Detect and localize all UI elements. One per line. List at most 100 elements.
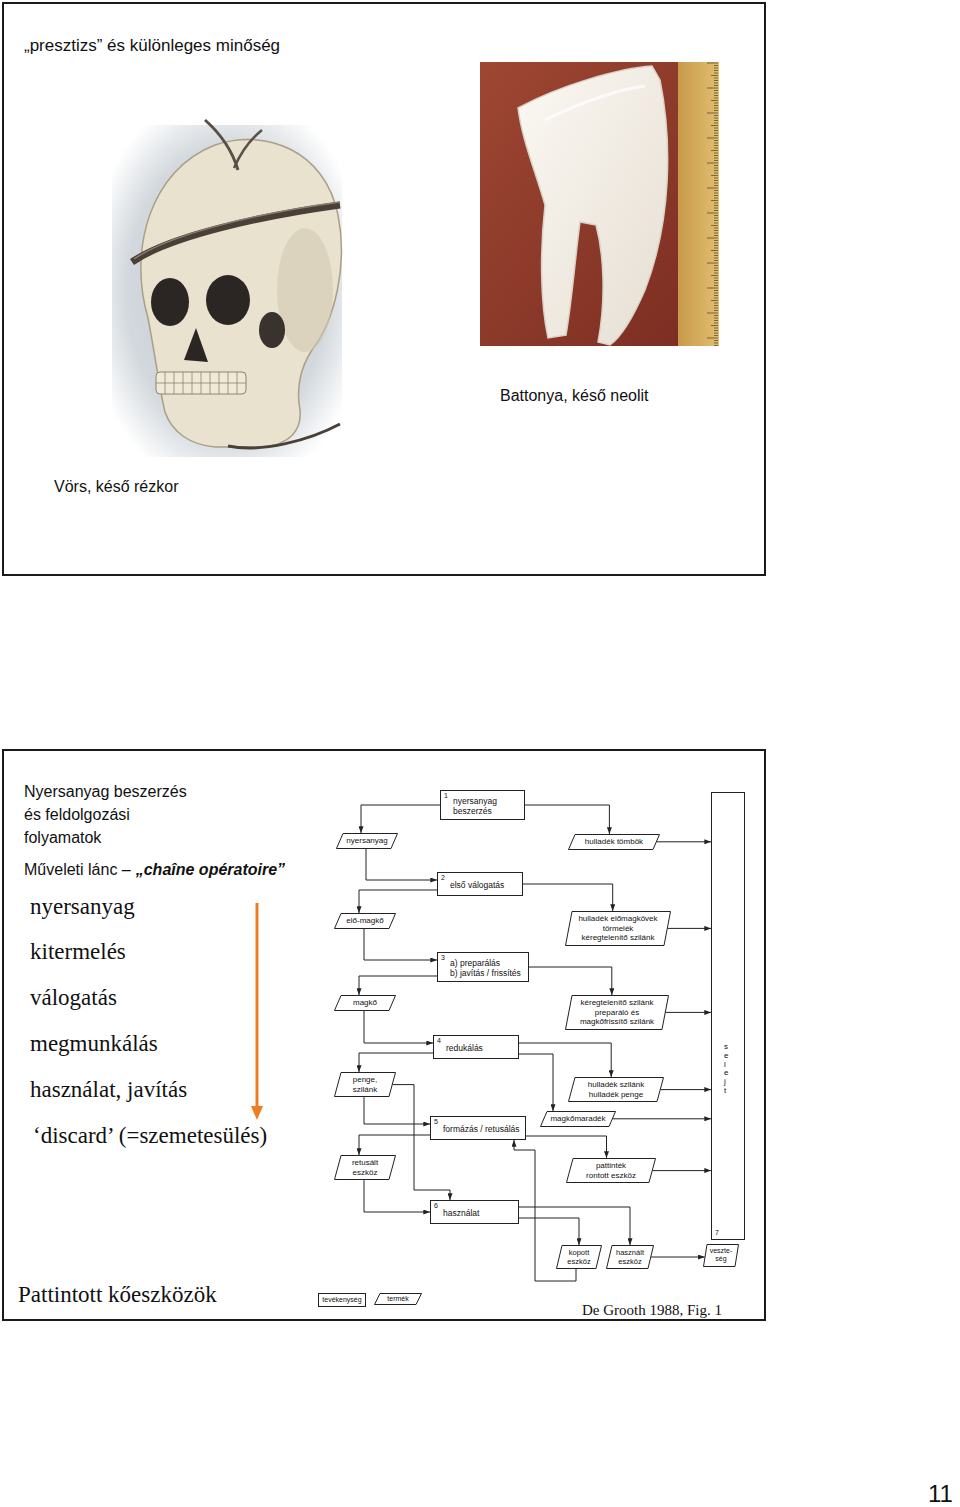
ruler-tick <box>714 118 718 119</box>
flow-arrow <box>668 928 712 929</box>
step-number: 3 <box>441 954 445 961</box>
arrow-head <box>251 1106 263 1120</box>
metal-diadem <box>132 205 340 262</box>
parallelogram-shape <box>569 835 660 850</box>
product-label: kéregtelenítő szilánk <box>574 933 662 943</box>
ruler-tick <box>714 183 718 184</box>
ruler-tick <box>711 200 718 201</box>
reject-label: selejt <box>724 1043 732 1096</box>
flow-arrow <box>364 1180 430 1212</box>
ruler-tick <box>711 325 718 326</box>
product-box: magkő <box>334 995 396 1011</box>
temporal-fossa <box>259 312 285 348</box>
ruler-tick <box>714 173 718 174</box>
ruler-tick <box>714 230 718 231</box>
flow-arrow <box>359 1135 430 1155</box>
slide-subheading: Műveleti lánc – <box>24 859 131 881</box>
waste-box: hulladék tömbök <box>568 834 660 850</box>
product-label: hulladék tömbök <box>577 837 651 847</box>
step-number: 1 <box>444 792 448 799</box>
ruler-tick <box>711 150 718 151</box>
ruler-tick <box>714 283 718 284</box>
legend-item: tevékenység <box>318 1293 366 1307</box>
ruler-tick <box>714 190 718 191</box>
ruler-tick <box>714 123 718 124</box>
loss-box: veszte- ség <box>703 1244 739 1267</box>
ruler-tick <box>714 255 718 256</box>
ruler-tick <box>714 158 718 159</box>
ruler-tick <box>714 233 718 234</box>
ruler-tick <box>714 83 718 84</box>
ruler-tick <box>707 238 718 239</box>
ruler-tick <box>714 223 718 224</box>
ruler-tick <box>714 318 718 319</box>
ruler-tick <box>707 88 718 89</box>
product-box: kopott eszköz <box>556 1245 602 1269</box>
ruler-tick <box>714 295 718 296</box>
ruler <box>678 62 719 346</box>
list-item: megmunkálás <box>30 1031 158 1057</box>
ruler-tick <box>714 165 718 166</box>
ruler-ticks <box>707 63 718 346</box>
ruler-tick <box>707 188 718 189</box>
parallelogram-shape <box>607 1246 654 1269</box>
legend-label: termék <box>387 1295 408 1302</box>
ruler-tick <box>714 103 718 104</box>
product-label: kéregtelenítő szilánk <box>574 998 660 1008</box>
product-label: hulladék előmagkövek <box>574 914 662 924</box>
ruler-tick <box>714 270 718 271</box>
activity-box: 2első válogatás <box>437 872 523 896</box>
ruler-tick <box>714 105 718 106</box>
step-number: 4 <box>437 1037 441 1044</box>
activity-label: formázás / retusálás <box>443 1125 521 1135</box>
skull-shade <box>277 228 333 352</box>
ruler-tick <box>714 193 718 194</box>
flow-arrow <box>525 805 609 834</box>
activity-box: 3a) preparálásb) javítás / frissítés <box>437 952 529 982</box>
eye-socket <box>206 275 250 325</box>
slide-frame: Nyersanyag beszerzés és feldolgozási fol… <box>2 749 766 1321</box>
activity-box: 1nyersanyag beszerzés <box>440 790 525 820</box>
ruler-tick <box>714 268 718 269</box>
step-number: 2 <box>441 874 445 881</box>
ruler-tick <box>714 235 718 236</box>
product-label: nyersanyag <box>345 836 389 846</box>
list-item: ‘discard’ (=szemetesülés) <box>33 1123 267 1149</box>
ruler-tick <box>714 93 718 94</box>
parallelogram-shape <box>337 834 398 849</box>
skull-photo <box>112 120 342 457</box>
product-label: veszte- ség <box>709 1247 733 1264</box>
parallelogram-shape <box>375 1294 422 1305</box>
ruler-tick <box>714 180 718 181</box>
ruler-tick <box>707 313 718 314</box>
activity-label: használat <box>443 1209 514 1219</box>
step-number: 6 <box>434 1202 438 1209</box>
ruler-tick <box>714 85 718 86</box>
flow-arrow <box>366 849 437 880</box>
photo-background <box>112 125 342 457</box>
parallelogram-shape <box>569 1078 664 1102</box>
flow-arrow <box>364 1011 433 1043</box>
product-box: használt eszköz <box>606 1245 654 1269</box>
slide-heading: Nyersanyag beszerzés és feldolgozási fol… <box>24 780 204 849</box>
ruler-tick <box>714 328 718 329</box>
slide-title: „presztizs” és különleges minőség <box>24 36 280 56</box>
waste-box: magkőmaradék <box>540 1111 616 1127</box>
slide-footer: Pattintott kőeszközök <box>18 1282 217 1308</box>
ruler-tick <box>714 70 718 71</box>
product-label: retusált eszköz <box>343 1158 387 1177</box>
ruler-tick <box>714 260 718 261</box>
flow-arrow <box>651 1257 705 1258</box>
ruler-tick <box>714 98 718 99</box>
ruler-tick <box>714 145 718 146</box>
ruler-tick <box>711 100 718 101</box>
ruler-tick <box>714 220 718 221</box>
photo-caption: Battonya, késő neolit <box>500 386 649 405</box>
ruler-tick <box>707 63 718 64</box>
product-label: kopott eszköz <box>564 1248 594 1266</box>
ruler-tick <box>714 120 718 121</box>
product-label: pattinték <box>575 1161 647 1171</box>
ruler-tick <box>714 248 718 249</box>
product-label: rontott eszköz <box>575 1171 647 1181</box>
ruler-tick <box>714 205 718 206</box>
